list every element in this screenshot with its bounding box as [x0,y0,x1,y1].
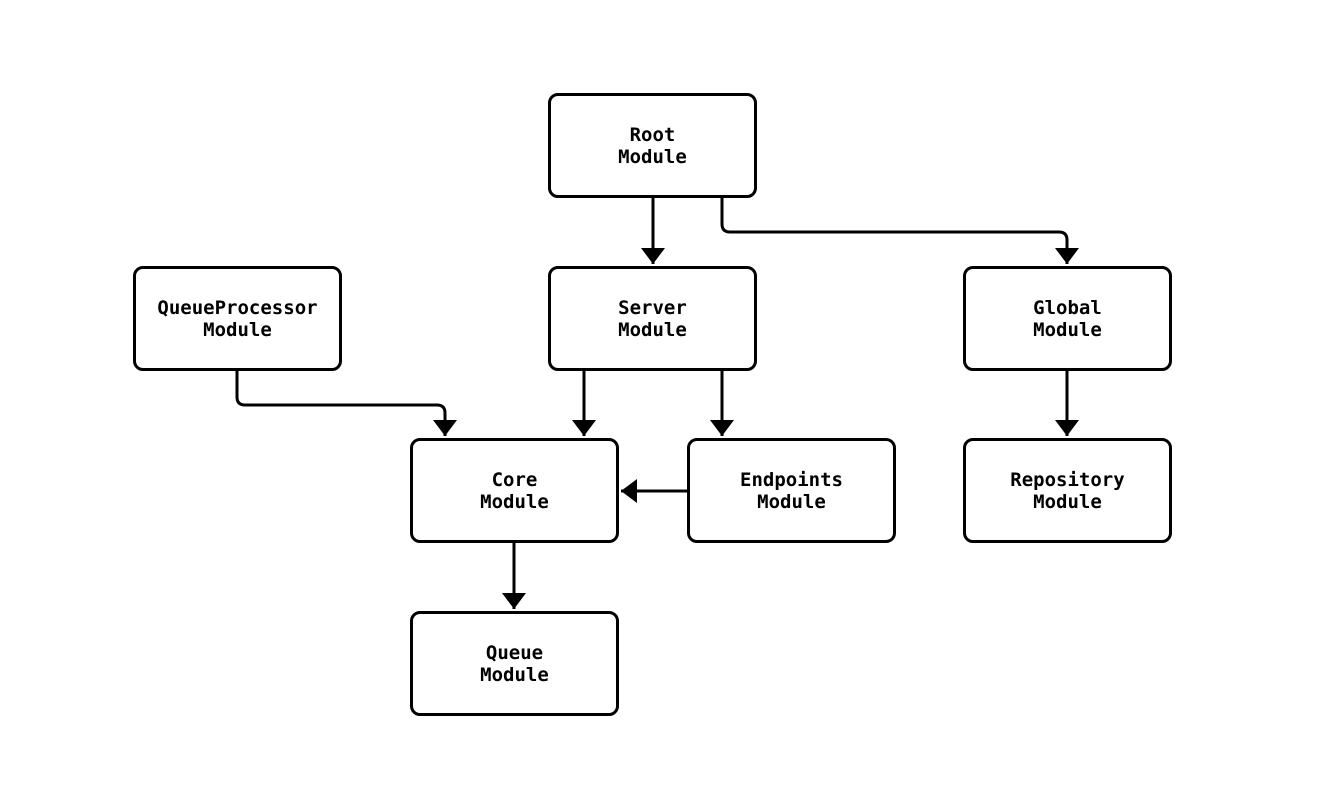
node-core-module: Core Module [410,438,619,543]
node-repository-module-label: Repository Module [1010,468,1125,513]
node-global-module: Global Module [963,266,1172,371]
node-queue-module-label: Queue Module [480,641,549,686]
node-repository-module: Repository Module [963,438,1172,543]
node-server-module-label: Server Module [618,296,687,341]
node-global-module-label: Global Module [1033,296,1102,341]
node-root-module-label: Root Module [618,123,687,168]
edge-root-to-global [720,198,1079,264]
node-endpoints-module-label: Endpoints Module [740,468,843,513]
node-server-module: Server Module [548,266,757,371]
node-queueprocessor-module: QueueProcessor Module [133,266,342,371]
node-root-module: Root Module [548,93,757,198]
node-queueprocessor-module-label: QueueProcessor Module [157,296,318,341]
node-queue-module: Queue Module [410,611,619,716]
node-core-module-label: Core Module [480,468,549,513]
node-endpoints-module: Endpoints Module [687,438,896,543]
edge-queueprocessor-to-core [235,371,457,436]
